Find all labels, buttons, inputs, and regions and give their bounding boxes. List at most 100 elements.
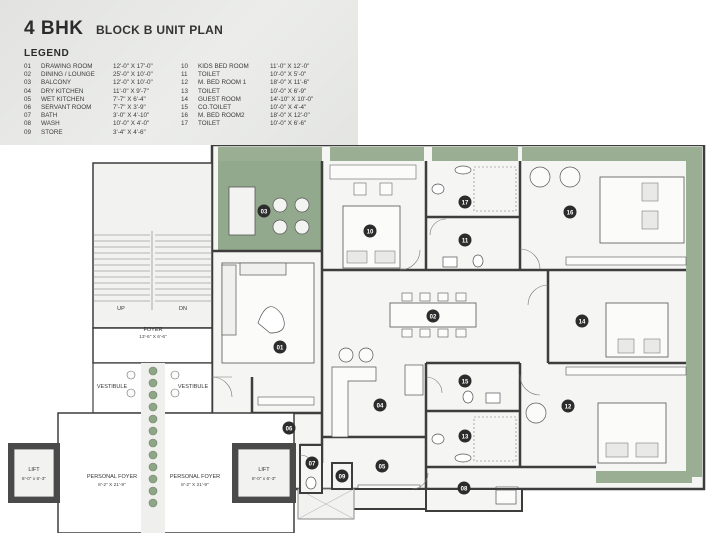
legend-heading: LEGEND <box>24 48 70 59</box>
legend-item-name: KIDS BED ROOM <box>198 63 249 70</box>
room-tag-09: 09 <box>335 469 349 483</box>
study-desk <box>329 164 417 180</box>
vestibule-label-right: VESTIBULE <box>178 384 209 390</box>
legend-item-number: 13 <box>181 87 189 95</box>
furniture-chair <box>294 197 310 213</box>
floor-plan: UP DN FOYER 13'-6" X 6'-6" VESTIBULE VES… <box>8 145 706 533</box>
legend-item-number: 09 <box>24 128 32 136</box>
stair-up-label: UP <box>117 306 125 312</box>
lift-left-car <box>13 448 55 498</box>
room-tag-05-text: 05 <box>379 464 386 470</box>
legend-item-name: TOILET <box>198 71 220 79</box>
legend-item-name: TOILET <box>198 120 220 128</box>
legend-item: 03 BALCONY 12'-0" X 10'-0" <box>24 79 153 87</box>
personal-foyer-size-right: 8'-2" X 21'-9" <box>181 482 209 488</box>
pillow <box>643 338 661 354</box>
furniture-chair <box>294 219 310 235</box>
title-block: 4 BHK BLOCK B UNIT PLAN <box>24 18 223 40</box>
personal-foyer-label-right: PERSONAL FOYER <box>170 474 220 480</box>
furniture-sofa <box>228 186 256 236</box>
wc <box>472 254 484 268</box>
planter-strip <box>596 471 692 483</box>
plan-title: 4 BHK <box>24 18 84 39</box>
armchair <box>525 402 547 424</box>
room-tag-17-text: 17 <box>462 200 469 206</box>
legend-item-number: 08 <box>24 120 32 128</box>
legend-item-number: 16 <box>181 112 189 120</box>
room-tag-04-text: 04 <box>377 403 384 409</box>
wc <box>431 183 445 195</box>
kitchen-counter <box>331 366 377 438</box>
room-tag-11-text: 11 <box>462 238 469 244</box>
wash-basin <box>454 165 472 175</box>
lounge-chair <box>338 347 354 363</box>
room-tag-15: 15 <box>458 374 472 388</box>
room-tag-02-text: 02 <box>430 314 437 320</box>
legend-item-size: 7'-7" X 6'-4" <box>113 95 146 103</box>
wc <box>431 433 445 445</box>
legend-item-name: WET KITCHEN <box>41 95 85 103</box>
pillow <box>346 250 368 264</box>
lift-left-label: LIFT <box>28 467 40 473</box>
room-tag-01: 01 <box>273 340 287 354</box>
legend-item-number: 03 <box>24 79 32 87</box>
staircase <box>92 162 213 329</box>
sofa <box>239 262 287 276</box>
legend-item-name: DRY KITCHEN <box>41 87 84 95</box>
personal-foyer-size-left: 8'-2" X 21'-9" <box>98 482 126 488</box>
room-tag-14-text: 14 <box>579 319 586 325</box>
shower-area <box>473 416 517 462</box>
foyer <box>92 327 213 364</box>
room-tag-05: 05 <box>375 459 389 473</box>
landscape-strip <box>141 363 165 533</box>
legend-item-number: 14 <box>181 95 189 103</box>
room-tag-06: 06 <box>282 421 296 435</box>
room-tag-17: 17 <box>458 195 472 209</box>
wash-basin <box>485 392 501 404</box>
legend-item-size: 10'-0" X 6'-9" <box>270 87 307 95</box>
pillow <box>635 442 659 458</box>
legend-item-size: 10'-0" X 4'-4" <box>270 103 307 111</box>
wc <box>462 390 474 404</box>
foyer-size: 13'-6" X 6'-6" <box>139 334 167 340</box>
lounge-chair <box>358 347 374 363</box>
legend-item-name: BATH <box>41 112 58 120</box>
washing-machine <box>495 489 517 505</box>
room-tag-08-text: 08 <box>461 486 468 492</box>
stair-dn-label: DN <box>179 306 187 312</box>
pillow <box>605 442 629 458</box>
legend-item-number: 07 <box>24 112 32 120</box>
armchair <box>529 166 551 188</box>
legend-item-size: 14'-10" X 10'-0" <box>270 95 314 103</box>
legend-item-size: 12'-0" X 10'-0" <box>113 79 153 87</box>
legend-item-name: DRAWING ROOM <box>41 63 93 70</box>
room-tag-03-text: 03 <box>261 209 268 215</box>
legend-item-size: 7'-7" X 3'-9" <box>113 103 146 111</box>
legend-item-size: 10'-0" X 5'-0" <box>270 71 307 79</box>
legend-item-size: 12'-0" X 17'-0" <box>113 63 153 70</box>
foyer-label: FOYER <box>144 327 163 333</box>
room-tag-16: 16 <box>563 205 577 219</box>
legend-item-number: 04 <box>24 87 32 95</box>
legend-item-number: 10 <box>181 63 189 70</box>
wash-basin <box>442 256 458 268</box>
legend-item-name: BALCONY <box>41 79 72 87</box>
planter-strip <box>218 147 322 161</box>
legend-item-name: M. BED ROOM2 <box>198 112 245 120</box>
legend-item-name: CO.TOILET <box>198 103 232 111</box>
room-tag-07: 07 <box>305 456 319 470</box>
planter-strip <box>330 147 424 161</box>
pillow <box>641 182 659 202</box>
wc <box>305 476 317 490</box>
lift-right-car <box>237 448 291 498</box>
legend-item-size: 3'-4" X 4'-6" <box>113 128 146 136</box>
